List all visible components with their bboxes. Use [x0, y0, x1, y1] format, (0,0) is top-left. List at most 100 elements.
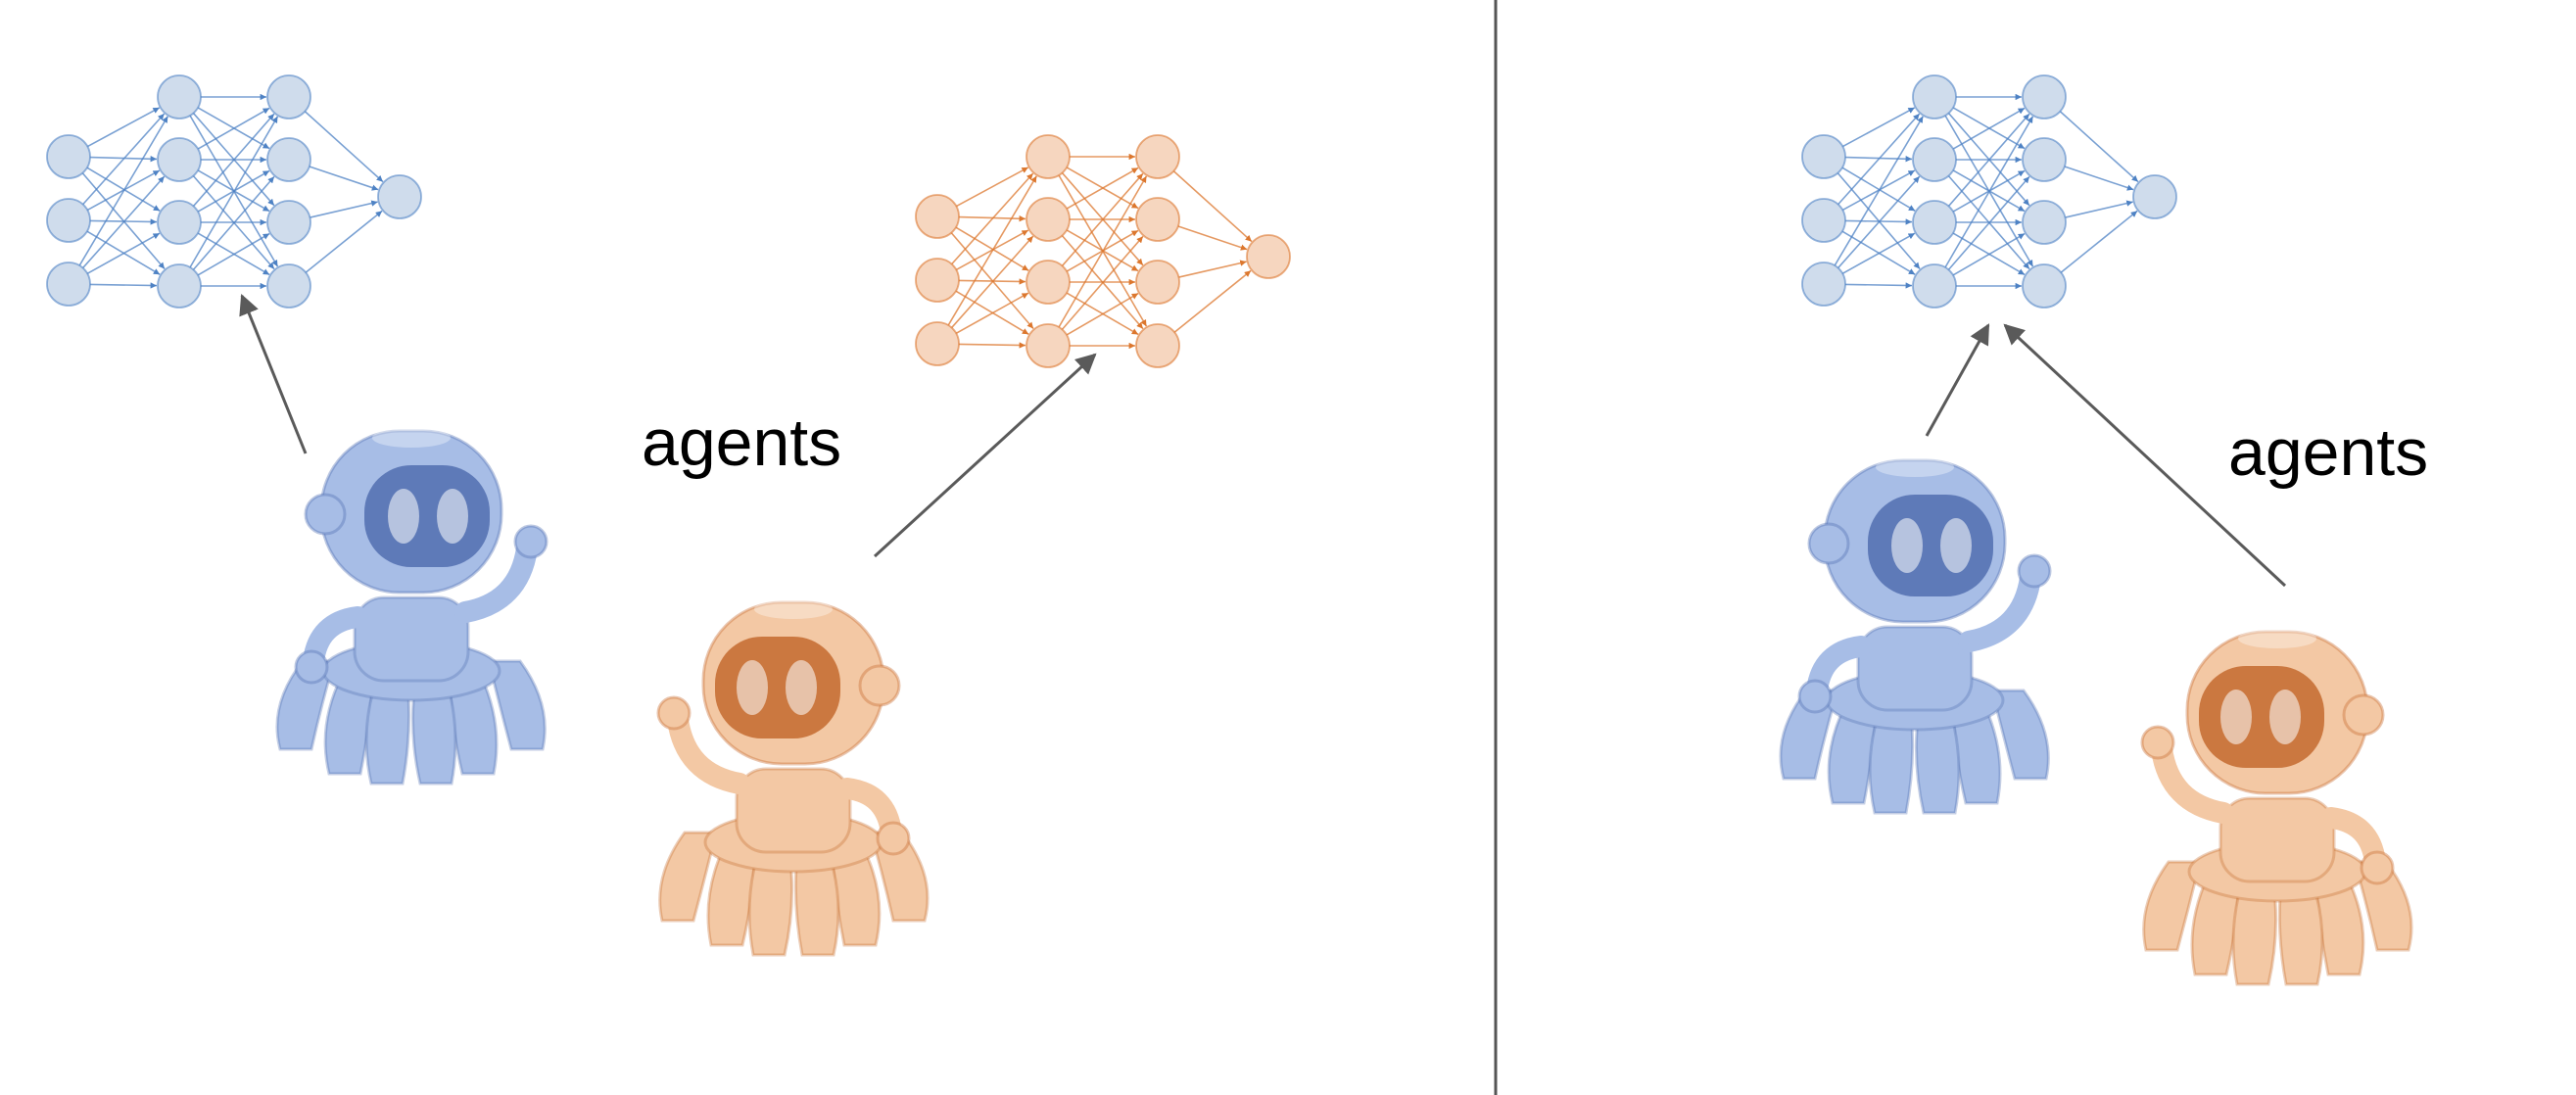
robot-icon [2140, 629, 2413, 986]
network-edge [82, 175, 166, 269]
robot-torso [735, 767, 852, 854]
robot-leg [2142, 860, 2202, 952]
right-panel: agents [1779, 74, 2428, 986]
robot-arm [2151, 738, 2234, 824]
robot-icon [1779, 457, 2052, 815]
neural-network-orange [915, 134, 1291, 368]
robot-hand [876, 821, 911, 856]
network-edge [309, 166, 379, 191]
robot-highlight [2238, 629, 2316, 648]
robot-leg [1868, 708, 1915, 815]
robot-torso [1856, 625, 1974, 712]
robot-highlight [372, 428, 451, 448]
robot-icon [656, 599, 930, 957]
network-node [1801, 134, 1846, 179]
robot-torso [2218, 796, 2336, 883]
network-edge [86, 167, 161, 212]
network-node [1246, 234, 1291, 279]
network-node [1135, 323, 1180, 368]
robot-visor [364, 465, 490, 567]
network-edge [1947, 175, 2030, 270]
agents-label: agents [642, 405, 841, 480]
network-edge [197, 232, 270, 276]
neural-network-blue [46, 74, 422, 309]
network-node [1026, 134, 1071, 179]
robot-visor [1868, 495, 1993, 596]
robot-eye [2269, 690, 2301, 744]
robot-ear [304, 493, 347, 536]
network-edge [305, 210, 383, 273]
network-node [1801, 198, 1846, 243]
network-edge [1944, 116, 2034, 268]
network-edge [2059, 111, 2139, 183]
network-edge [1177, 225, 1248, 251]
network-node [1801, 262, 1846, 307]
network-edge [197, 107, 270, 150]
robot-leg [410, 679, 457, 786]
robot-leg [2277, 880, 2324, 986]
network-edge [1841, 167, 1916, 212]
link-arrow [1925, 323, 1990, 437]
network-node [1135, 197, 1180, 242]
robot-eye [737, 660, 768, 715]
network-node [46, 134, 91, 179]
network-node [915, 321, 960, 366]
network-edge [2060, 210, 2138, 273]
robot-eye [2220, 690, 2252, 744]
network-edge [947, 175, 1037, 326]
agents-label: agents [2228, 415, 2428, 490]
robot-leg [1990, 689, 2050, 781]
robot-hand [2017, 553, 2052, 589]
network-edge [86, 232, 161, 274]
robot-leg [1779, 689, 1839, 781]
robot-hand [1797, 679, 1833, 714]
network-node [1912, 200, 1957, 245]
robot-highlight [754, 599, 833, 619]
robot-hand [2360, 850, 2395, 885]
network-node [157, 200, 202, 245]
network-edge [2064, 166, 2134, 191]
network-node [266, 74, 311, 119]
network-node [377, 174, 422, 219]
network-edge [955, 292, 1029, 334]
network-edge [304, 111, 384, 183]
robot-arm [667, 709, 750, 794]
robot-eye [1891, 518, 1923, 573]
neural-network-blue [1801, 74, 2177, 309]
network-node [2132, 174, 2177, 219]
network-edge [310, 200, 378, 218]
network-node [1135, 260, 1180, 305]
network-node [1135, 134, 1180, 179]
network-edge [1173, 269, 1252, 333]
network-node [266, 263, 311, 309]
network-edge [1947, 113, 2030, 207]
network-node [266, 200, 311, 245]
network-node [1026, 197, 1071, 242]
network-node [1912, 263, 1957, 309]
network-node [2022, 137, 2067, 182]
robot-leg [869, 831, 930, 923]
robot-leg [747, 850, 794, 957]
network-edge [1066, 292, 1139, 336]
network-node [46, 198, 91, 243]
network-edge [1178, 260, 1247, 278]
network-node [915, 194, 960, 239]
robot-leg [2353, 860, 2413, 952]
network-edge [1058, 175, 1148, 328]
network-edge [958, 342, 1026, 349]
network-edge [2065, 200, 2133, 218]
network-edge [78, 116, 168, 266]
robot-leg [658, 831, 718, 923]
robot-leg [364, 679, 411, 786]
network-edge [1066, 167, 1139, 210]
network-edge [1837, 175, 1921, 269]
robot-ear [2342, 693, 2385, 737]
network-node [157, 137, 202, 182]
robot-ear [1807, 522, 1850, 565]
link-arrow [873, 353, 1097, 558]
robot-leg [275, 659, 336, 751]
robot-visor [715, 637, 840, 738]
robot-arm [1958, 567, 2041, 652]
network-node [2022, 200, 2067, 245]
